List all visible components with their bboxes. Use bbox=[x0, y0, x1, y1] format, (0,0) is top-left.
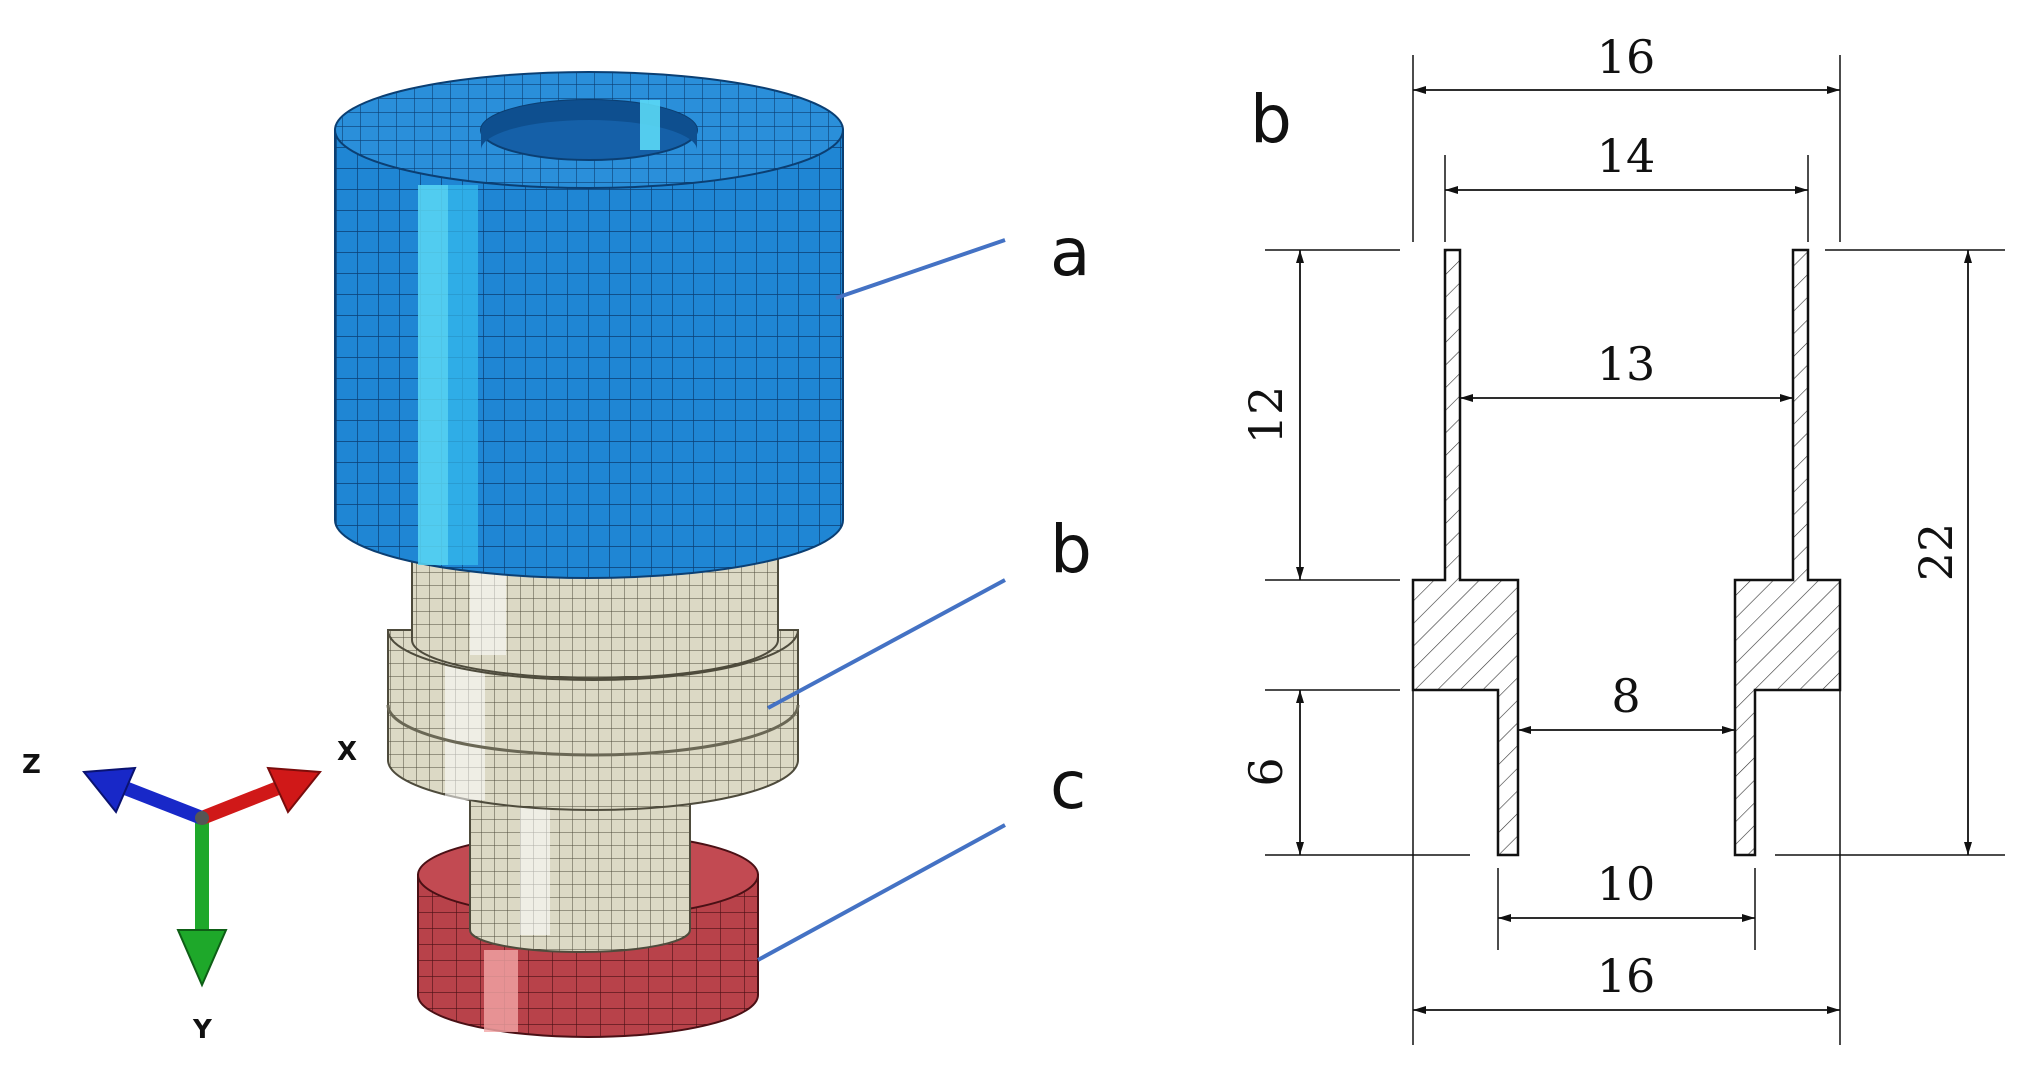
x-axis-arrow-icon bbox=[266, 766, 322, 814]
dim-text-top-outer: 14 bbox=[1597, 129, 1656, 183]
axis-label-z: Z bbox=[22, 750, 41, 780]
leader-line-a bbox=[835, 238, 1006, 300]
part-label-b: b bbox=[1050, 511, 1092, 588]
section-left-wall bbox=[1411, 248, 1520, 857]
mesh-model: a b c bbox=[334, 71, 1092, 1038]
part-b-flange bbox=[386, 629, 800, 811]
section-right-wall bbox=[1733, 248, 1842, 857]
dim-text-outer-top: 16 bbox=[1597, 30, 1656, 84]
axis-label-x: X bbox=[337, 737, 357, 767]
dim-text-bottom-height: 6 bbox=[1239, 757, 1293, 786]
z-axis-arrow-icon bbox=[82, 766, 137, 814]
part-label-a: a bbox=[1050, 214, 1090, 291]
drawing-label: b bbox=[1250, 81, 1292, 158]
part-a-cylinder bbox=[334, 71, 844, 579]
axis-label-y: Y bbox=[192, 1015, 213, 1045]
axes-triad: X Z Y bbox=[22, 737, 357, 1045]
dim-text-bottom-inner: 8 bbox=[1611, 669, 1640, 723]
part-b-stem bbox=[469, 789, 691, 953]
leader-line-c bbox=[757, 823, 1006, 962]
dim-text-top-inner: 13 bbox=[1597, 337, 1656, 391]
y-axis-arrow-icon bbox=[176, 929, 228, 988]
part-label-c: c bbox=[1050, 747, 1086, 824]
section-drawing: b bbox=[1239, 30, 2005, 1045]
leader-line-b bbox=[767, 578, 1006, 710]
dim-text-total-height: 22 bbox=[1909, 523, 1963, 582]
dim-text-top-height: 12 bbox=[1239, 386, 1293, 445]
dim-text-bottom-outer: 10 bbox=[1597, 857, 1656, 911]
dim-text-outer-bottom: 16 bbox=[1597, 949, 1656, 1003]
